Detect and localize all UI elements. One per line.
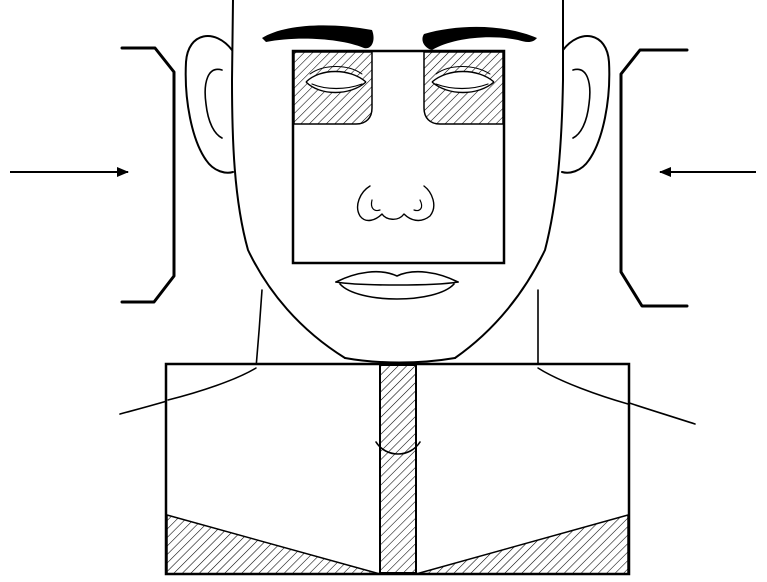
left-ear [186, 36, 233, 173]
eyebrows [262, 25, 537, 50]
spinal-cord-block [380, 365, 416, 573]
right-portal-bracket [621, 50, 687, 306]
left-eyebrow [262, 25, 374, 48]
neck-left-line [256, 290, 262, 368]
right-lateral-beam [621, 50, 756, 306]
left-lateral-beam [10, 48, 174, 302]
chin-line [345, 358, 455, 363]
right-eyebrow [422, 27, 537, 50]
left-portal-bracket [122, 48, 174, 302]
nose [358, 186, 434, 220]
right-ear [562, 36, 609, 173]
lips [336, 272, 458, 299]
head [232, 0, 563, 363]
